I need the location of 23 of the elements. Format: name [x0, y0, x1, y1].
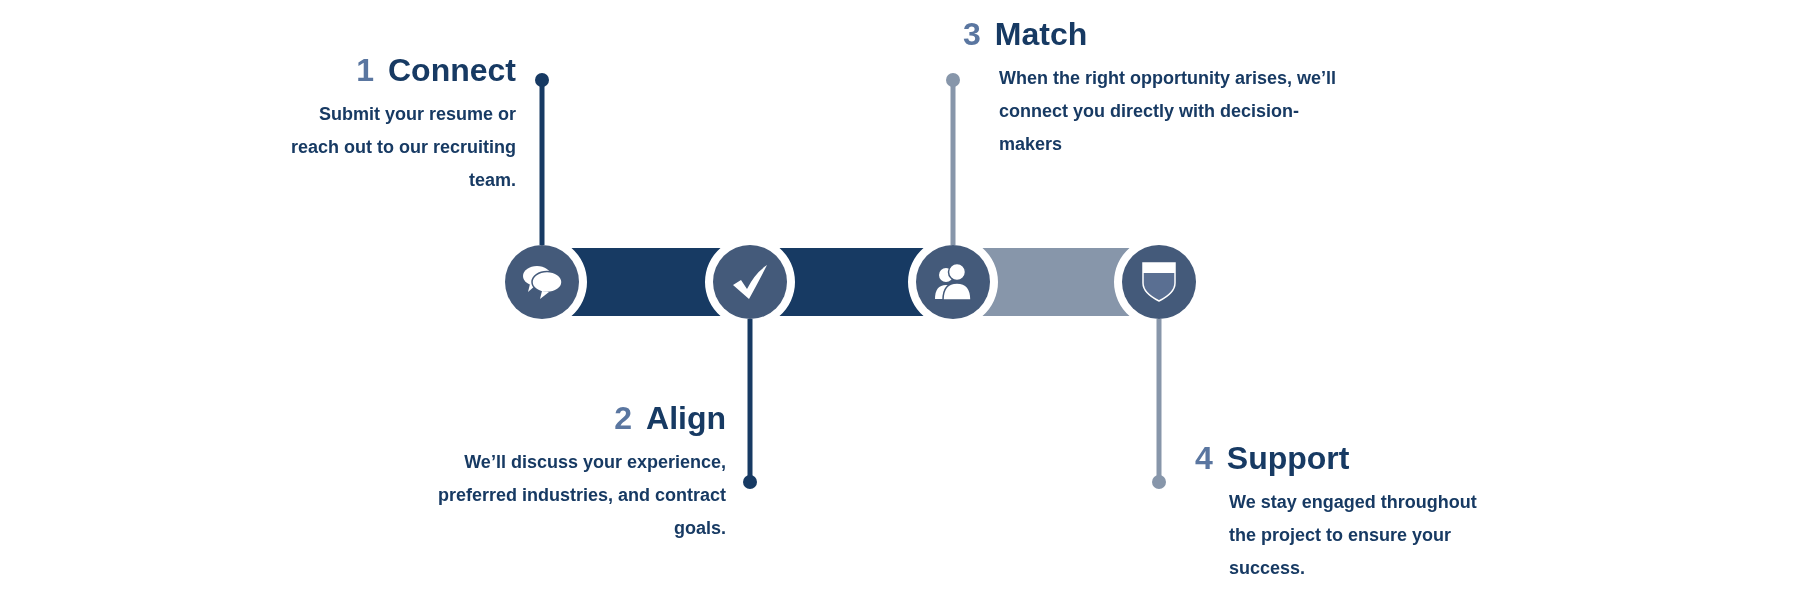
step-number: 1 — [356, 51, 374, 90]
step-number: 4 — [1195, 439, 1213, 478]
leader-line — [1152, 319, 1166, 489]
step-title: Connect — [388, 51, 516, 90]
step-description: We stay engaged throughout the project to ensure your success. — [1228, 491, 1478, 580]
step-title: Support — [1226, 439, 1350, 478]
connector-band — [571, 248, 721, 316]
step-description: Submit your resume or reach out to our recruiting team. — [290, 103, 516, 192]
step-circle — [505, 245, 579, 319]
step-circle — [713, 245, 787, 319]
step-description: We’ll discuss your experience, preferred industries, and contract goals. — [436, 451, 726, 540]
step-number: 2 — [614, 399, 632, 438]
leader-line — [946, 73, 960, 245]
step-number: 3 — [963, 15, 981, 54]
step-circle — [916, 245, 990, 319]
connector-band — [779, 248, 924, 316]
step-title: Align — [646, 399, 726, 438]
step-title: Match — [994, 15, 1088, 54]
leader-line — [535, 73, 549, 245]
step-description: When the right opportunity arises, we’ll connect you directly with decision-makers — [998, 67, 1338, 156]
leader-line — [743, 319, 757, 489]
step-circle — [1122, 245, 1196, 319]
connector-band — [982, 248, 1130, 316]
